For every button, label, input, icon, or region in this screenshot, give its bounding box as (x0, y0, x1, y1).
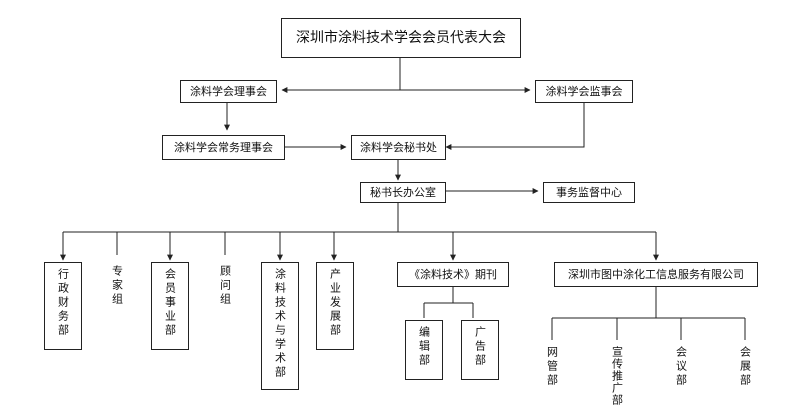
node-editorial: 编辑部 (405, 320, 443, 380)
node-advisor-group-label: 顾问组 (218, 265, 232, 307)
edge-company-bus (552, 287, 745, 319)
node-conference-label: 会议部 (674, 346, 688, 388)
node-secretariat: 涂料学会秘书处 (351, 135, 446, 160)
node-editorial-label: 编辑部 (417, 326, 431, 368)
node-standing: 涂料学会常务理事会 (162, 135, 285, 160)
node-industry-dev-label: 产业发展部 (328, 268, 342, 338)
node-exhibition: 会展部 (738, 346, 752, 391)
node-website: 网管部 (545, 346, 559, 391)
node-congress: 深圳市涂料技术学会会员代表大会 (281, 18, 521, 58)
node-exhibition-label: 会展部 (738, 346, 752, 388)
node-advertising-label: 广告部 (473, 326, 487, 368)
node-coatings-tech-label: 涂料技术与学术部 (273, 268, 287, 380)
node-advisor-group: 顾问组 (218, 265, 232, 310)
node-supervision-center: 事务监督中心 (543, 182, 635, 203)
node-advertising: 广告部 (461, 320, 499, 380)
node-member-affairs-label: 会员事业部 (163, 268, 177, 338)
node-promotion: 宣传推广部 (610, 346, 624, 407)
node-promotion-label: 宣传推广部 (610, 346, 624, 406)
edge-journal-bus (424, 287, 473, 304)
edge-supervisory-secretariat (445, 103, 585, 150)
node-conference: 会议部 (674, 346, 688, 391)
node-council: 涂料学会理事会 (180, 80, 277, 103)
node-admin-finance: 行政财务部 (44, 262, 82, 350)
node-industry-dev: 产业发展部 (316, 262, 354, 350)
node-member-affairs: 会员事业部 (151, 262, 189, 350)
node-journal: 《涂料技术》期刊 (397, 262, 509, 287)
node-coatings-tech: 涂料技术与学术部 (261, 262, 299, 390)
node-expert-group-label: 专家组 (110, 265, 124, 307)
node-company: 深圳市图中涂化工信息服务有限公司 (554, 262, 758, 287)
node-website-label: 网管部 (545, 346, 559, 388)
node-supervisory: 涂料学会监事会 (535, 80, 633, 103)
node-admin-finance-label: 行政财务部 (56, 268, 70, 338)
node-sg-office: 秘书长办公室 (360, 182, 446, 203)
node-expert-group: 专家组 (110, 265, 124, 310)
